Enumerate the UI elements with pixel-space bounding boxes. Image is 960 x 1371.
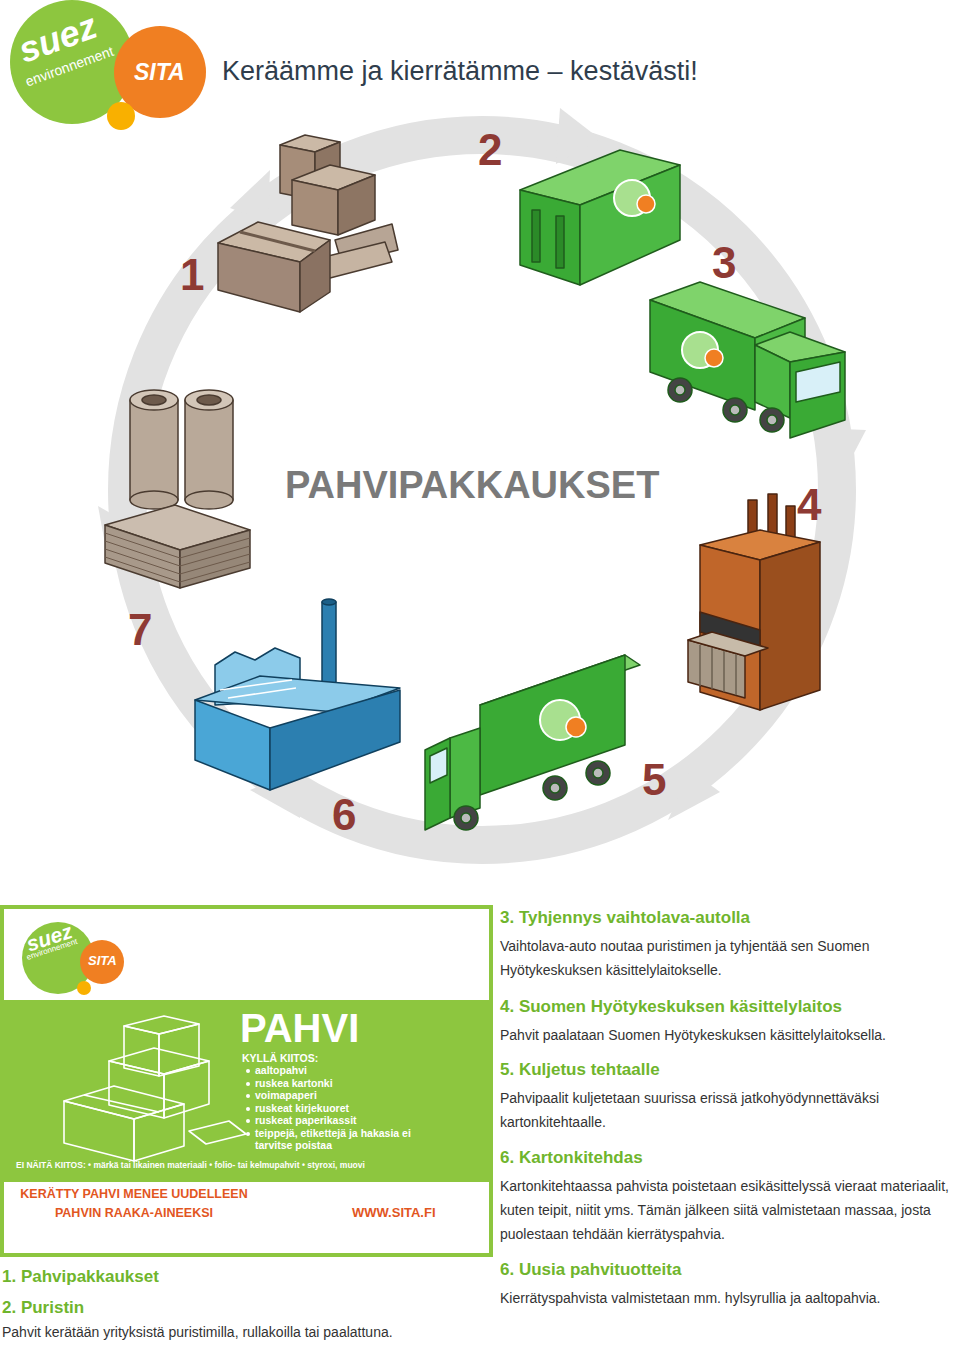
bullet-dot [246,1069,250,1073]
logo-text: SITA [134,58,185,86]
cardboard-boxes [218,135,398,312]
accepted-item: aaltopahvi [255,1064,307,1077]
step-description: Kierrätyspahvista valmistetaan mm. hylsy… [500,1286,955,1310]
rejected-items: EI NÄITÄ KIITOS: • märkä tai likainen ma… [16,1160,481,1171]
sign-heading: PAHVI [240,1004,359,1052]
sign-slogan: KERÄTTY PAHVI MENEE UUDELLEEN PAHVIN RAA… [14,1185,254,1223]
transport-truck [425,655,640,830]
step-description: Pahvit paalataan Suomen Hyötykeskuksen k… [500,1023,955,1047]
accepted-item: ruskeat kirjekuoret [255,1102,349,1115]
accepted-item: voimapaperi [255,1089,317,1102]
sign-panel: PAHVIKYLLÄ KIITOS:aaltopahviruskea karto… [0,905,493,1257]
logo-text: SITA [88,953,117,969]
step-heading: 6. Kartonkitehdas [500,1148,643,1168]
step-description: Vaihtolava-auto noutaa puristimen ja tyh… [500,934,955,982]
sign-band: PAHVIKYLLÄ KIITOS:aaltopahviruskea karto… [4,1000,489,1182]
hook-lift-truck [650,282,845,438]
step-description: Pahvit kerätään yrityksistä puristimilla… [2,1320,472,1344]
bullet-dot [246,1119,250,1123]
callout-number: 6 [332,788,356,841]
web-address: WWW.SITA.FI [352,1205,436,1221]
box-outline-drawing [24,1006,254,1166]
step-heading: 3. Tyhjennys vaihtolava-autolla [500,908,750,928]
step-heading: 5. Kuljetus tehtaalle [500,1060,660,1080]
compactor [520,150,680,285]
callout-number: 5 [642,753,666,806]
center-title: PAHVIPAKKAUKSET [285,462,659,508]
logo [10,0,206,130]
step-description: Kartonkitehtaassa pahvista poistetaan es… [500,1174,955,1246]
callout-number: 2 [478,123,502,176]
accepted-item: ruskea kartonki [255,1077,333,1090]
bullet-dot [246,1107,250,1111]
step-heading: 1. Pahvipakkaukset [2,1267,159,1287]
callout-number: 3 [712,236,736,289]
callout-number: 4 [797,478,821,531]
step-description: Pahvipaalit kuljetetaan suurissa erissä … [500,1086,955,1134]
accepted-item: teippejä, etikettejä ja hakasia ei tarvi… [255,1127,445,1152]
page-title: Keräämme ja kierrätämme – kestävästi! [222,55,698,87]
callout-number: 1 [180,248,204,301]
bullet-dot [246,1082,250,1086]
step-heading: 4. Suomen Hyötykeskuksen käsittelylaitos [500,997,842,1017]
recycled-products [105,390,250,588]
bullet-dot [246,1132,250,1136]
bullet-dot [246,1094,250,1098]
callout-number: 7 [128,603,152,656]
cycle-ring [98,108,866,845]
step-heading: 2. Puristin [2,1298,84,1318]
step-heading: 6. Uusia pahvituotteita [500,1260,681,1280]
accepted-item: ruskeat paperikassit [255,1114,357,1127]
board-mill [195,599,400,790]
accepted-heading: KYLLÄ KIITOS: [242,1052,318,1065]
